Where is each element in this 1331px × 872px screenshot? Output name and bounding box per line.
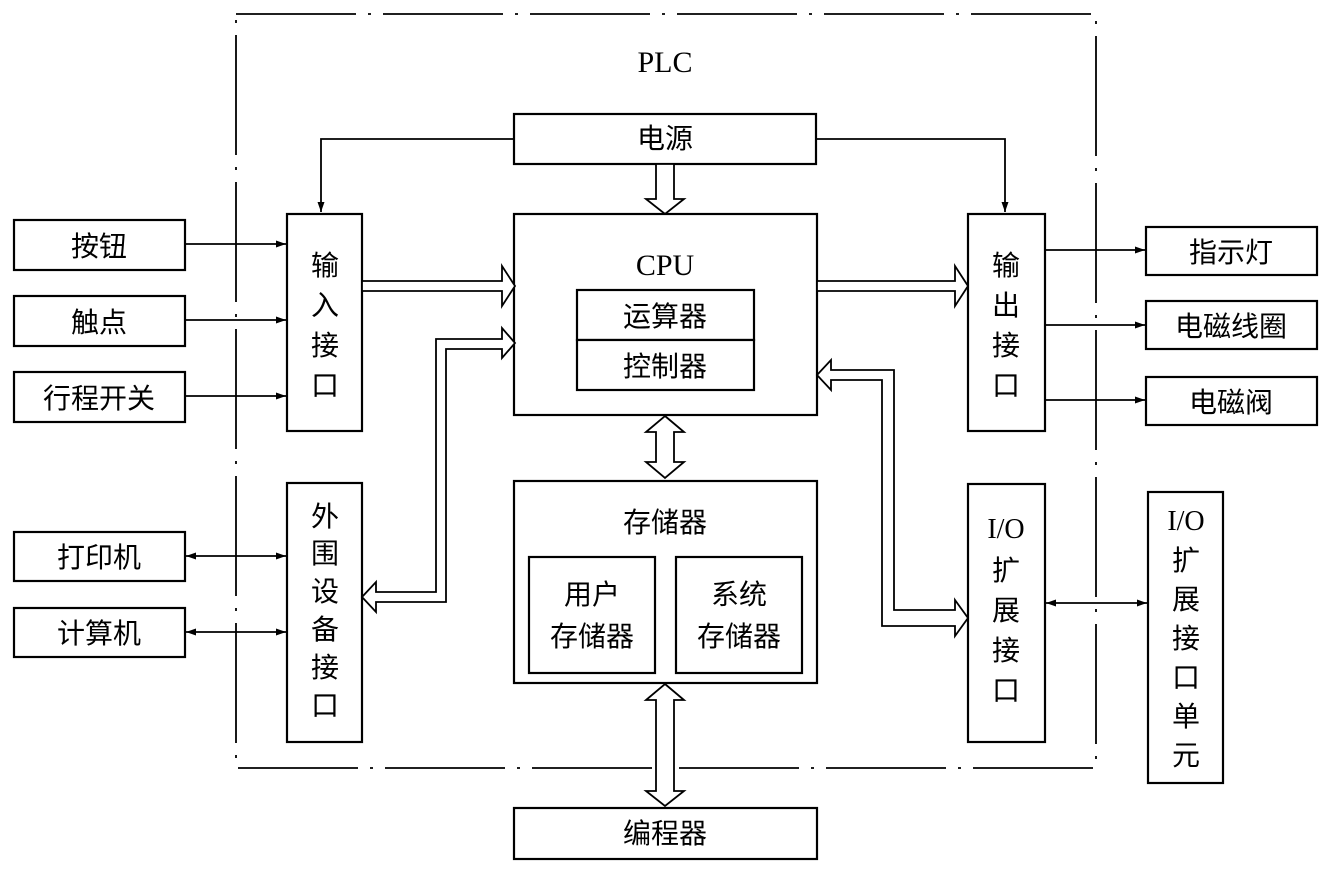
io-expansion-interface-char: I/O [987, 514, 1024, 545]
peripheral-device-label: 打印机 [57, 541, 141, 574]
system-memory-line2: 存储器 [697, 620, 781, 653]
power-to-cpu-arrow [643, 163, 687, 216]
io-expansion-interface-char: 扩 [992, 554, 1020, 587]
cpu-memory-arrow [643, 414, 687, 480]
input-to-cpu-arrow [361, 262, 517, 310]
programmer-label: 编程器 [623, 817, 707, 850]
input-device-contact: 触点 [12, 294, 187, 348]
power-supply-block: 电源 [512, 112, 818, 166]
output-device-solenoid-coil: 电磁线圈 [1144, 299, 1319, 351]
output-device-solenoid-valve: 电磁阀 [1144, 375, 1319, 427]
input-interface-char: 输 [311, 249, 339, 282]
output-device-label: 指示灯 [1189, 236, 1273, 269]
output-interface-char: 出 [992, 289, 1020, 322]
output-interface-char: 接 [992, 329, 1020, 362]
peripheral-interface-char: 围 [311, 537, 339, 570]
output-interface-char: 口 [992, 369, 1020, 402]
user-memory-line1: 用户 [564, 578, 620, 611]
output-device-label: 电磁线圈 [1175, 310, 1287, 343]
cpu-io-expansion-arrow [815, 357, 970, 639]
memory-title: 存储器 [623, 506, 707, 539]
peripheral-device-computer: 计算机 [12, 606, 187, 659]
controller-label: 控制器 [623, 350, 707, 383]
alu-label: 运算器 [623, 300, 707, 333]
output-interface-block: 输 出 接 口 [966, 212, 1047, 433]
peripheral-cpu-arrow [360, 325, 517, 615]
input-device-label: 行程开关 [43, 382, 155, 415]
input-interface-char: 接 [311, 329, 339, 362]
cpu-block: CPU 运算器 控制器 [512, 212, 819, 417]
io-expansion-unit-char: 元 [1172, 739, 1200, 772]
input-device-pushbutton: 按钮 [12, 218, 187, 272]
input-interface-char: 入 [311, 289, 339, 322]
peripheral-device-printer: 打印机 [12, 530, 187, 583]
output-interface-char: 输 [992, 249, 1020, 282]
peripheral-interface-block: 外 围 设 备 接 口 [285, 481, 364, 744]
memory-block: 存储器 用户 存储器 系统 存储器 [512, 479, 819, 685]
peripheral-interface-char: 设 [311, 575, 339, 608]
input-device-label: 触点 [71, 306, 127, 339]
io-expansion-interface-block: I/O 扩 展 接 口 [966, 482, 1047, 744]
system-memory-line1: 系统 [711, 578, 767, 611]
io-expansion-unit-char: 扩 [1172, 544, 1200, 577]
io-expansion-interface-char: 展 [992, 594, 1020, 627]
input-device-limit-switch: 行程开关 [12, 370, 187, 424]
peripheral-interface-char: 接 [311, 651, 339, 684]
input-interface-char: 口 [311, 369, 339, 402]
io-expansion-unit-char: 单 [1172, 700, 1200, 733]
peripheral-interface-char: 口 [311, 689, 339, 722]
io-expansion-unit-char: 展 [1172, 583, 1200, 616]
peripheral-interface-char: 备 [311, 613, 339, 646]
programmer-block: 编程器 [512, 806, 819, 861]
io-expansion-interface-char: 口 [992, 674, 1020, 707]
io-expansion-unit-block: I/O 扩 展 接 口 单 元 [1146, 490, 1225, 785]
cpu-title: CPU [636, 249, 695, 282]
memory-programmer-arrow [643, 682, 687, 808]
power-to-output-arrow [816, 138, 1009, 212]
peripheral-interface-char: 外 [311, 500, 339, 533]
io-expansion-unit-char: 接 [1172, 622, 1200, 655]
input-device-label: 按钮 [71, 230, 127, 263]
output-device-label: 电磁阀 [1189, 386, 1273, 419]
peripheral-device-label: 计算机 [57, 617, 141, 650]
io-expansion-unit-char: I/O [1167, 506, 1204, 537]
output-device-indicator-lamp: 指示灯 [1144, 225, 1319, 277]
plc-title: PLC [637, 46, 692, 79]
io-expansion-interface-char: 接 [992, 634, 1020, 667]
power-to-input-arrow [317, 138, 514, 212]
cpu-to-output-arrow [816, 262, 970, 310]
input-interface-block: 输 入 接 口 [285, 212, 364, 433]
io-expansion-unit-char: 口 [1172, 661, 1200, 694]
user-memory-line2: 存储器 [550, 620, 634, 653]
power-supply-label: 电源 [637, 122, 693, 155]
